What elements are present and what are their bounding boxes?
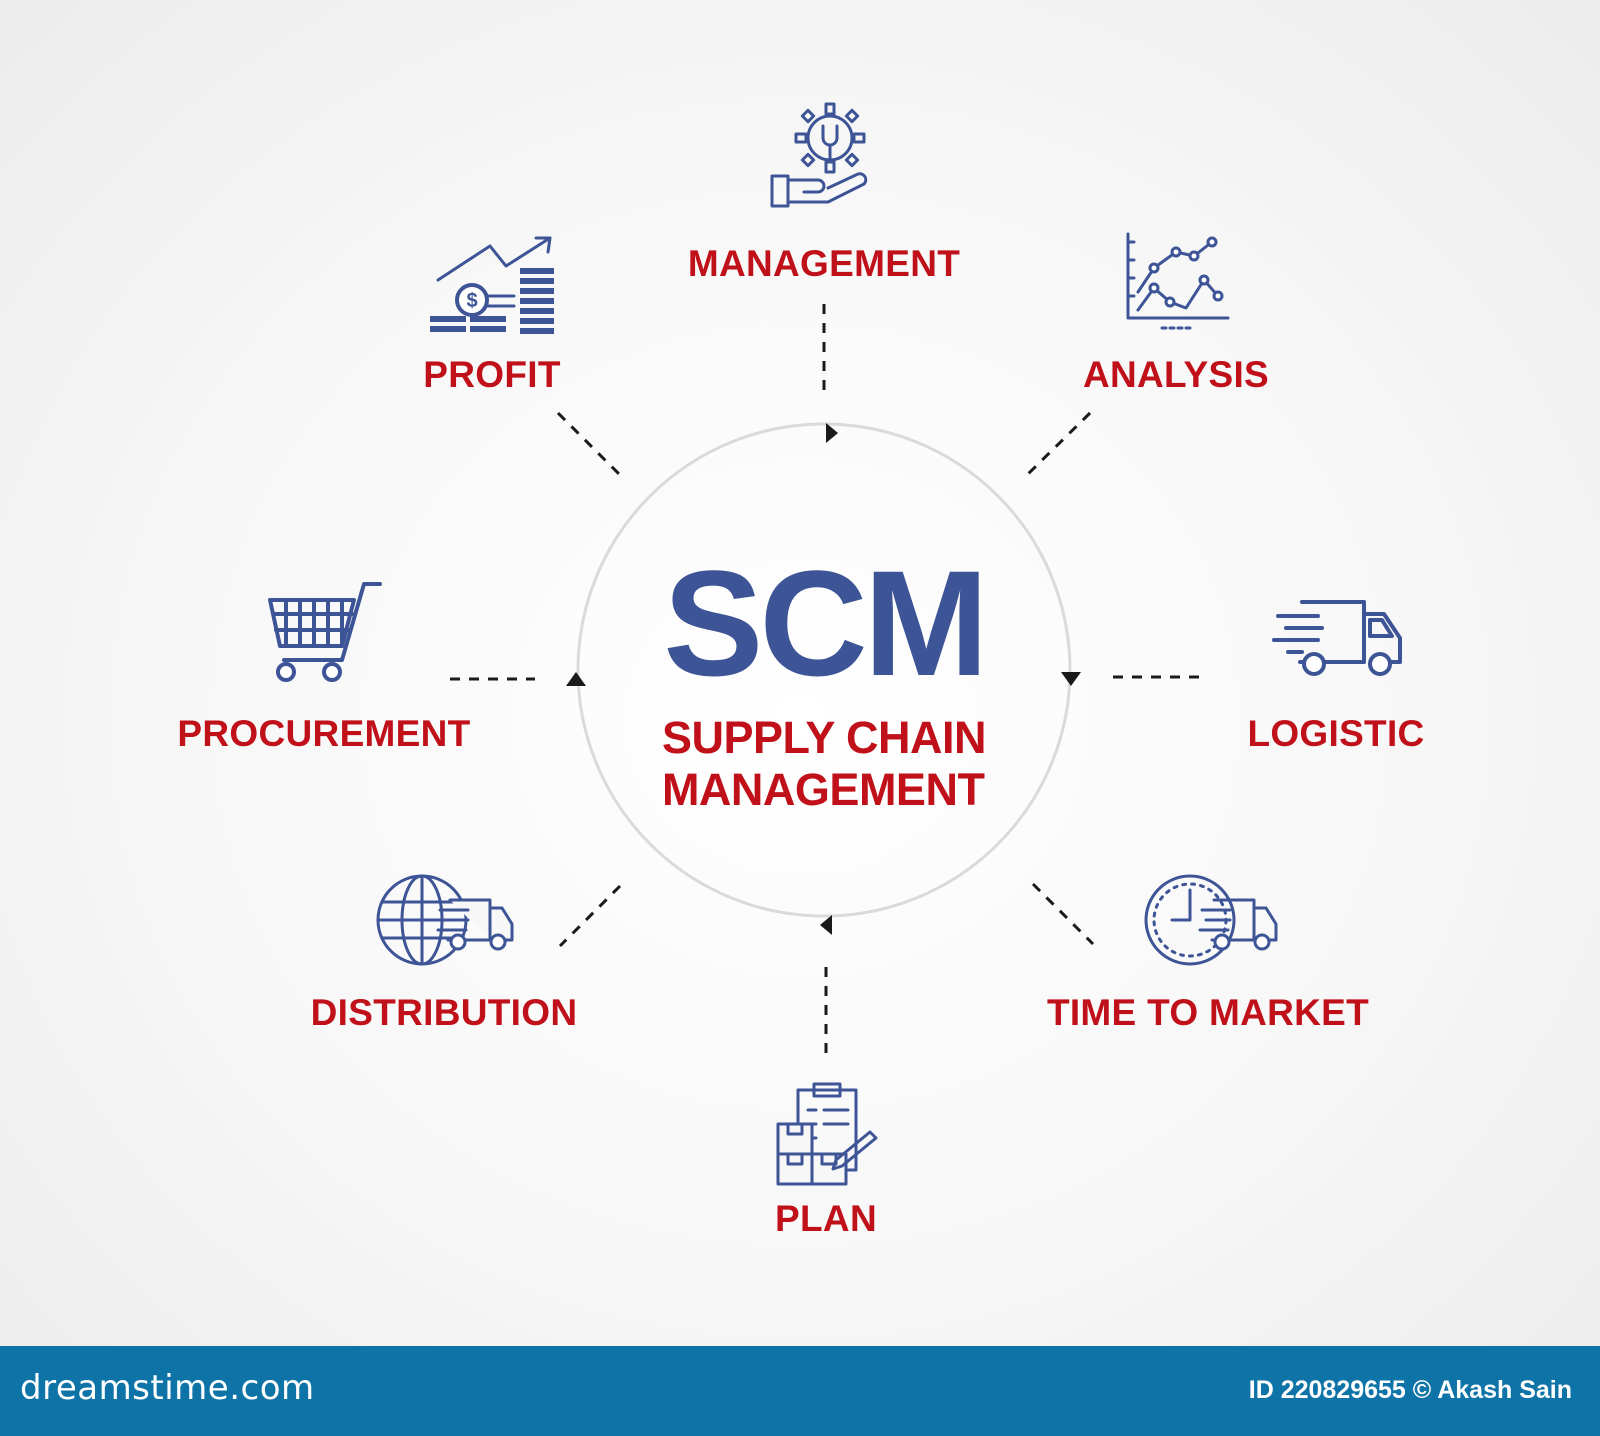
footer-credit: ID 220829655 © Akash Sain (1248, 1376, 1572, 1404)
spoke-distribution (558, 884, 622, 948)
line-chart-icon (1126, 232, 1230, 330)
node-label-analysis: ANALYSIS (1082, 354, 1270, 395)
spoke-time-to-market (1031, 882, 1095, 946)
node-label-management: MANAGEMENT (687, 243, 961, 284)
ring-arrow-bottom (820, 915, 832, 935)
spoke-profit (556, 411, 622, 477)
node-label-logistic: LOGISTIC (1247, 713, 1425, 754)
node-label-time-to-market: TIME TO MARKET (1046, 992, 1370, 1033)
node-label-profit: PROFIT (423, 354, 561, 395)
footer-bar: dreamstime.com ID 220829655 © Akash Sain (0, 1346, 1600, 1436)
center-subtitle: SUPPLY CHAIN MANAGEMENT (661, 712, 987, 816)
diagram-canvas (450, 304, 1200, 1057)
spoke-analysis (1026, 411, 1092, 476)
center-title: SCM (663, 539, 988, 707)
ring-arrow-left (566, 672, 586, 686)
svg-text:$: $ (466, 290, 477, 312)
center-ring (576, 422, 1072, 918)
shopping-cart-icon (268, 582, 382, 682)
ring-arrow-top (826, 423, 838, 443)
globe-truck-icon (376, 874, 514, 966)
ring-arrow-right (1061, 672, 1081, 686)
clock-truck-icon (1144, 874, 1278, 966)
node-label-procurement: PROCUREMENT (177, 713, 471, 754)
clipboard-boxes-icon (776, 1082, 878, 1186)
coins-growth-icon: $ (430, 236, 554, 334)
node-label-distribution: DISTRIBUTION (310, 992, 578, 1033)
center-subtitle-line1: SUPPLY CHAIN (661, 712, 987, 763)
node-label-plan: PLAN (775, 1198, 877, 1239)
footer-brand[interactable]: dreamstime.com (20, 1368, 315, 1408)
gear-hand-icon (770, 102, 868, 208)
center-subtitle-line2: MANAGEMENT (661, 764, 985, 815)
delivery-truck-icon (1272, 600, 1402, 676)
